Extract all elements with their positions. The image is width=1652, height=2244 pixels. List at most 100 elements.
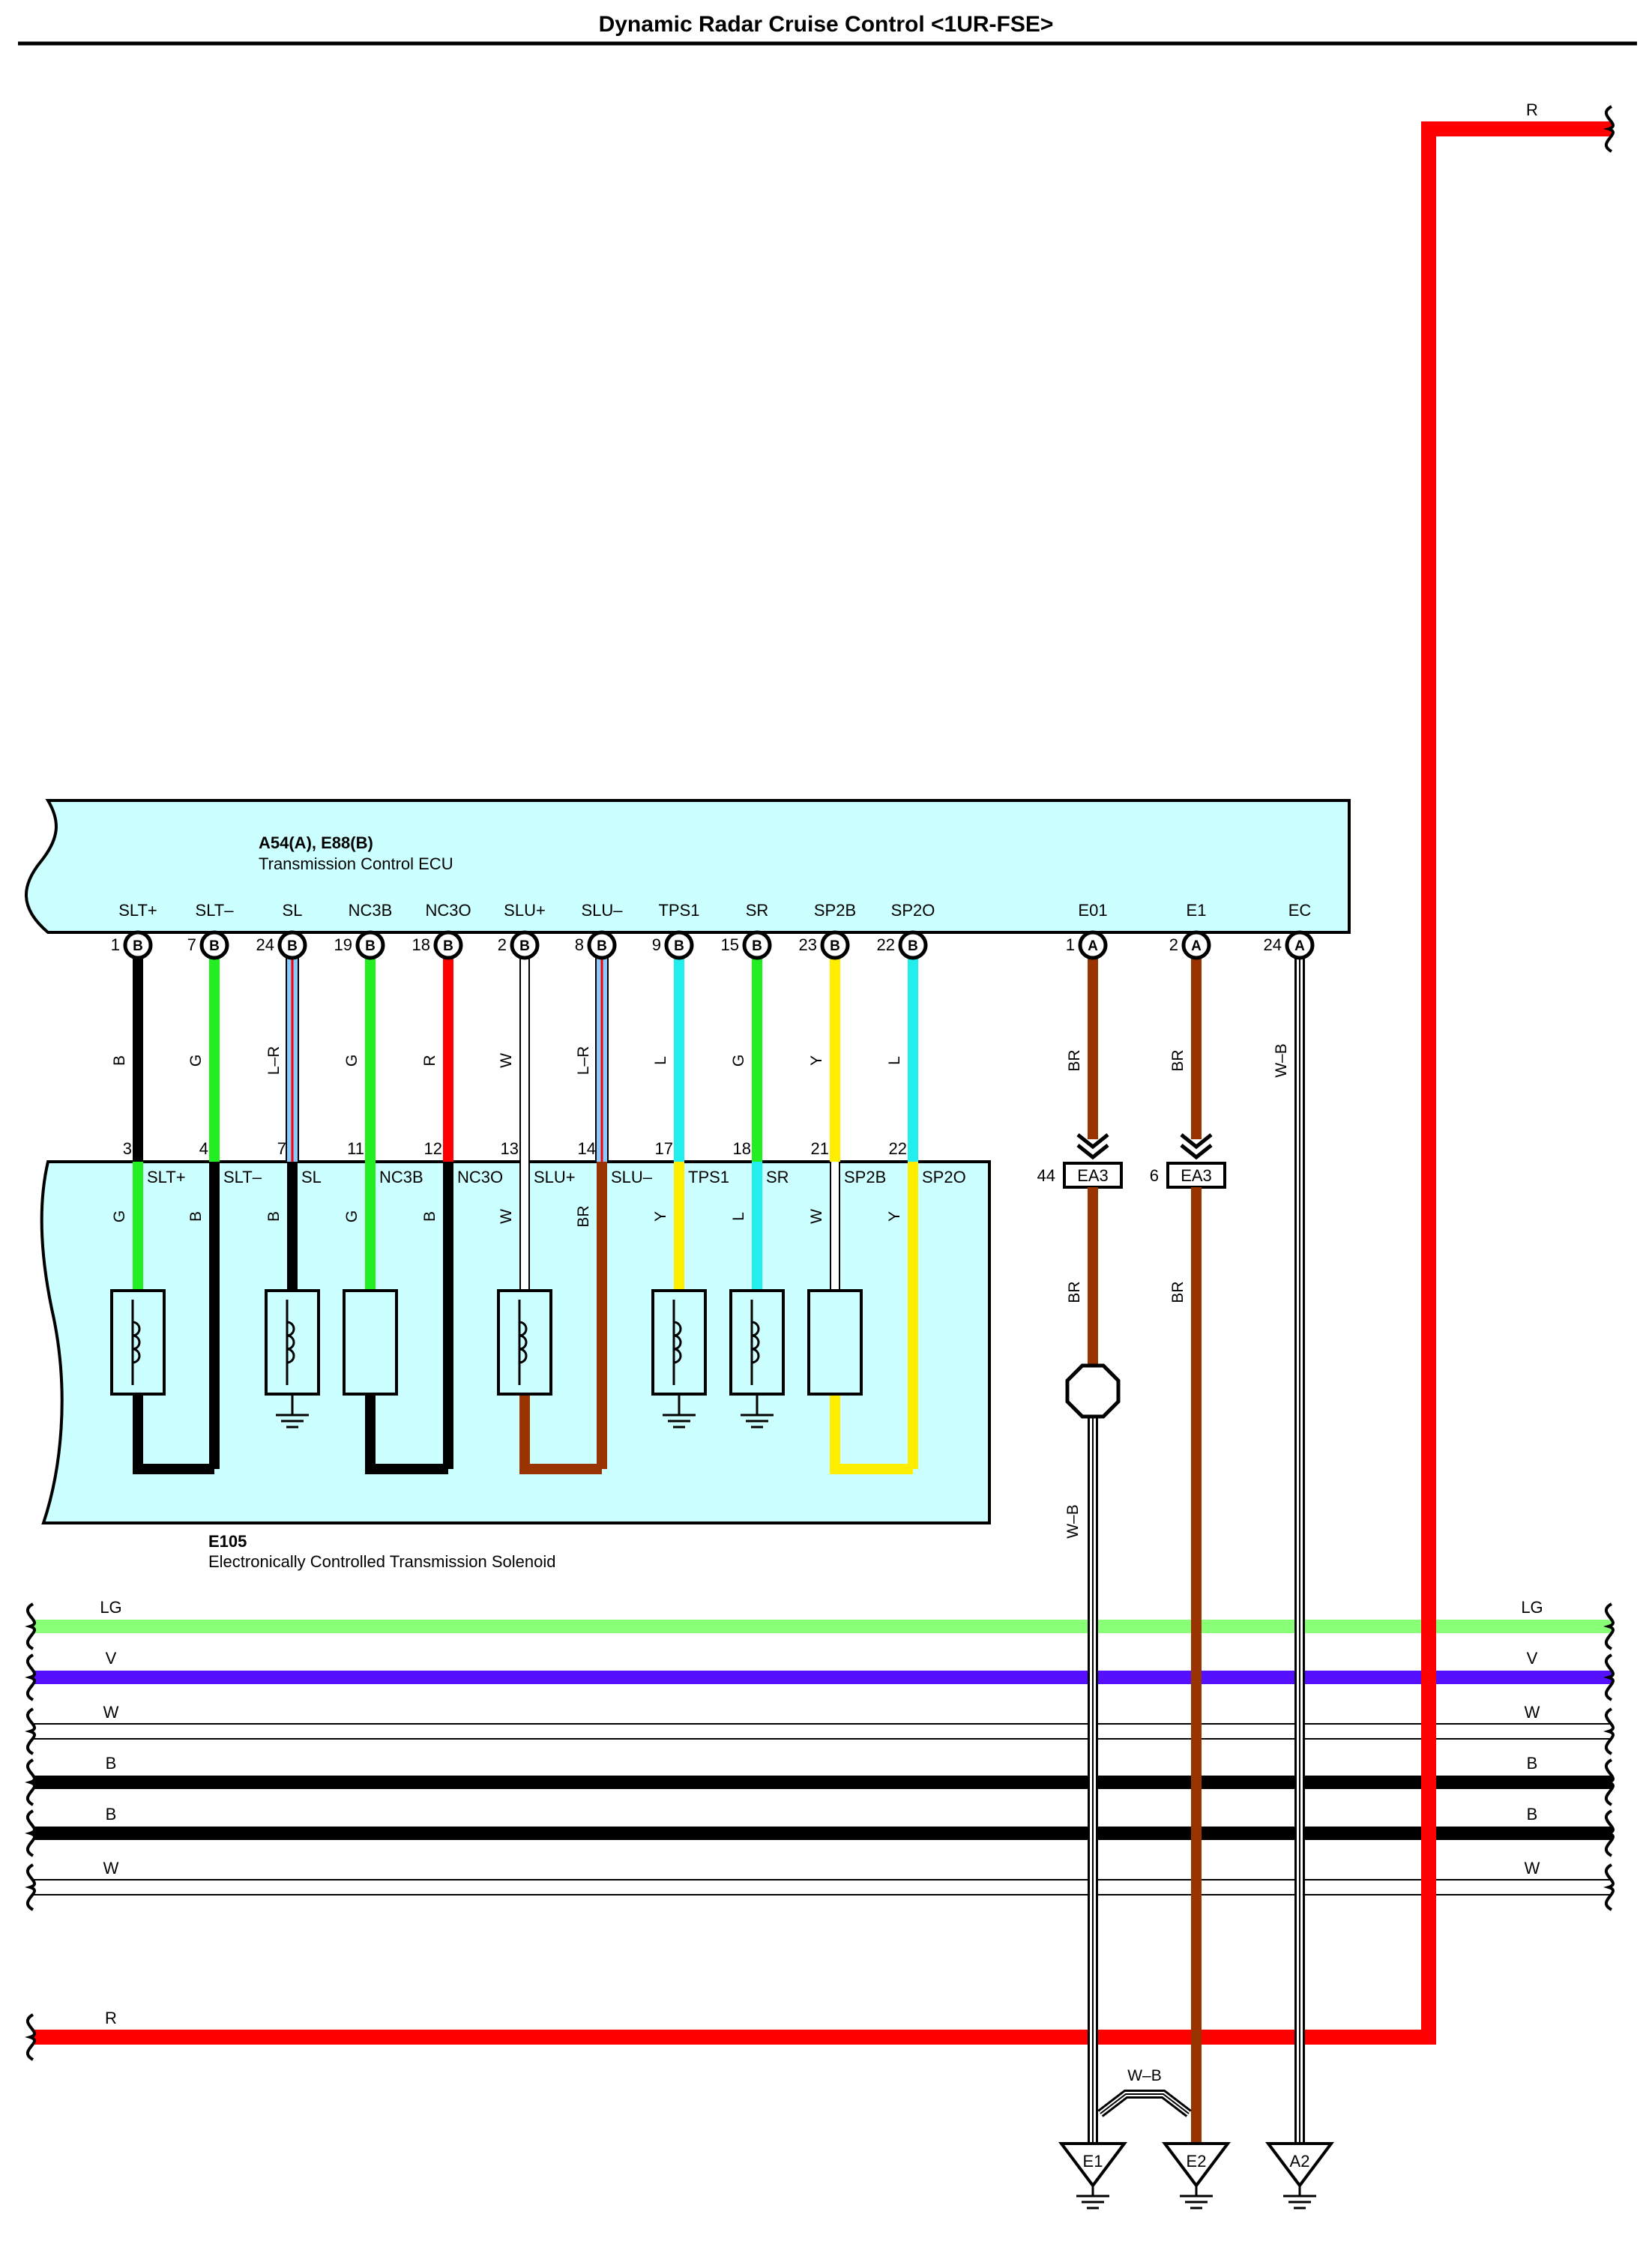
solenoid-sr-coil (751, 1321, 760, 1364)
ecu-wire-label-13: W–B (1273, 1043, 1290, 1078)
ecu-pin-badge-7-letter: B (674, 938, 684, 954)
ecu-terminal-pin-3: 19 (334, 935, 352, 954)
solenoid-terminal-8: SR (766, 1168, 789, 1186)
solenoid-sr-body (729, 1289, 785, 1396)
bus-label-right-4: B (1527, 1805, 1538, 1824)
ecu-pin-badge-0-letter: B (133, 938, 143, 954)
bus-label-left-2: W (103, 1703, 119, 1722)
bus-label-left-5: W (103, 1859, 119, 1877)
solenoid-slt (110, 1289, 166, 1396)
ea3-label-1: EA3 (1181, 1166, 1212, 1185)
ecu-terminal-pin-0: 1 (111, 935, 120, 954)
ecu-terminal-name-1: SLT– (196, 901, 235, 920)
ground-a2-label: A2 (1290, 2152, 1310, 2171)
ecu-pin-badge-8-ring (742, 930, 772, 960)
ecu-pin-badge-3-letter: B (365, 938, 376, 954)
ecu-pin-badge-5-ring (510, 930, 540, 960)
bus-break-right-1 (1603, 1653, 1615, 1701)
ground-e1: E1 (1058, 2142, 1127, 2210)
ground-bridge-label: W–B (1127, 2067, 1162, 2084)
e01-splice-point (1065, 1363, 1121, 1419)
ecu-terminal-name-13: EC (1288, 901, 1312, 920)
solenoid-sp2-body (807, 1289, 863, 1396)
solenoid-wire-label-4: B (421, 1211, 438, 1222)
ea3-chevron-b-1 (1180, 1144, 1213, 1160)
bus-label-left-1: V (106, 1649, 117, 1668)
solenoid-sl-body (265, 1289, 320, 1396)
solenoid-pin-6: 14 (578, 1139, 596, 1158)
ground-a2: A2 (1265, 2142, 1334, 2210)
solenoid-loop-slt (133, 1394, 214, 1474)
ecu-terminal-pin-8: 15 (721, 935, 739, 954)
solenoid-pin-5: 13 (501, 1139, 519, 1158)
ecu-terminal-pin-5: 2 (498, 935, 507, 954)
solenoid-terminal-5: SLU+ (534, 1168, 576, 1186)
ecu-pin-badge-11-letter: A (1088, 938, 1098, 954)
solenoid-slt-coil (132, 1321, 141, 1364)
ecu-pin-badge-10-ring (898, 930, 928, 960)
bus-break-left-5 (25, 1863, 36, 1911)
ecu-pin-badge-10-letter: B (908, 938, 918, 954)
ecu-pin-badge-13-letter: A (1294, 938, 1305, 954)
solenoid-terminal-2: SL (301, 1168, 322, 1186)
ecu-pin-badge-1-letter: B (209, 938, 220, 954)
ecu-pin-badge-2-letter: B (287, 938, 298, 954)
ecu-pin-badge-9-letter: B (830, 938, 840, 954)
solenoid-loop-sp2 (830, 1394, 913, 1474)
ecu-terminal-pin-12: 2 (1169, 935, 1178, 954)
bus-break-right-0 (1603, 1602, 1615, 1650)
ecu-pin-badge-0-ring (123, 930, 153, 960)
solenoid-terminal-1: SLT– (223, 1168, 262, 1186)
ecu-terminal-name-6: SLU– (581, 901, 623, 920)
ecu-wire-label-10: L (886, 1056, 903, 1065)
ecu-terminal-name-4: NC3O (425, 901, 471, 920)
bus-break-left-4 (25, 1809, 36, 1857)
ea3-wire-label-1: BR (1169, 1281, 1187, 1303)
ea3-chevron-a-1 (1180, 1133, 1213, 1150)
bus-label-left-3: B (106, 1754, 117, 1773)
ecu-terminal-pin-13: 24 (1264, 935, 1282, 954)
solenoid-wire-label-3: G (343, 1210, 361, 1222)
ecu-pin-badge-8-letter: B (752, 938, 762, 954)
bus-break-right-5 (1603, 1863, 1615, 1911)
solenoid-sr (729, 1289, 785, 1429)
solenoid-pin-4: 12 (424, 1139, 442, 1158)
ecu-terminal-pin-10: 22 (877, 935, 895, 954)
solenoid-wire-label-2: B (265, 1211, 283, 1222)
ground-a2-triangle (1265, 2142, 1334, 2189)
ground-e1-label: E1 (1083, 2152, 1103, 2171)
solenoid-slu-coil (519, 1321, 528, 1364)
ecu-pin-badge-9-ring (820, 930, 850, 960)
transmission-control-ecu-box (25, 799, 1351, 934)
ecu-pin-badge-11-ring (1078, 930, 1108, 960)
ecu-wire-label-5: W (498, 1053, 515, 1068)
solenoid-tps1-coil (673, 1321, 682, 1364)
bus-break-right-4 (1603, 1809, 1615, 1857)
solenoid-loop-sp2 (830, 1394, 913, 1474)
solenoid-pin-3: 11 (347, 1139, 364, 1158)
ecu-wire-label-8: G (730, 1055, 747, 1067)
bus-break-left-1 (25, 1653, 36, 1701)
solenoid-loop-nc3 (365, 1394, 448, 1474)
ecu-pin-badge-12-ring (1181, 930, 1211, 960)
ecu-terminal-pin-7: 9 (652, 935, 661, 954)
ecu-pin-badge-4-letter: B (443, 938, 453, 954)
solenoid-terminal-7: TPS1 (688, 1168, 729, 1186)
solenoid-slu (497, 1289, 552, 1396)
ecu-name: Transmission Control ECU (259, 854, 453, 873)
solenoid-nc3-body (343, 1289, 398, 1396)
ecu-wire-label-1: G (187, 1055, 205, 1067)
page-title: Dynamic Radar Cruise Control <1UR-FSE> (599, 12, 1054, 37)
ecu-terminal-name-0: SLT+ (118, 901, 157, 920)
ecu-wire-label-6: L–R (575, 1046, 592, 1076)
bus-label-right-2: W (1525, 1703, 1540, 1722)
solenoid-loop-slt (133, 1394, 214, 1474)
solenoid-sp2 (807, 1289, 863, 1396)
solenoid-terminal-3: NC3B (379, 1168, 423, 1186)
solenoid-terminal-10: SP2O (922, 1168, 966, 1186)
solenoid-pin-2: 7 (277, 1139, 286, 1158)
bus-label-right-3: B (1527, 1754, 1538, 1773)
solenoid-tps1 (651, 1289, 707, 1429)
